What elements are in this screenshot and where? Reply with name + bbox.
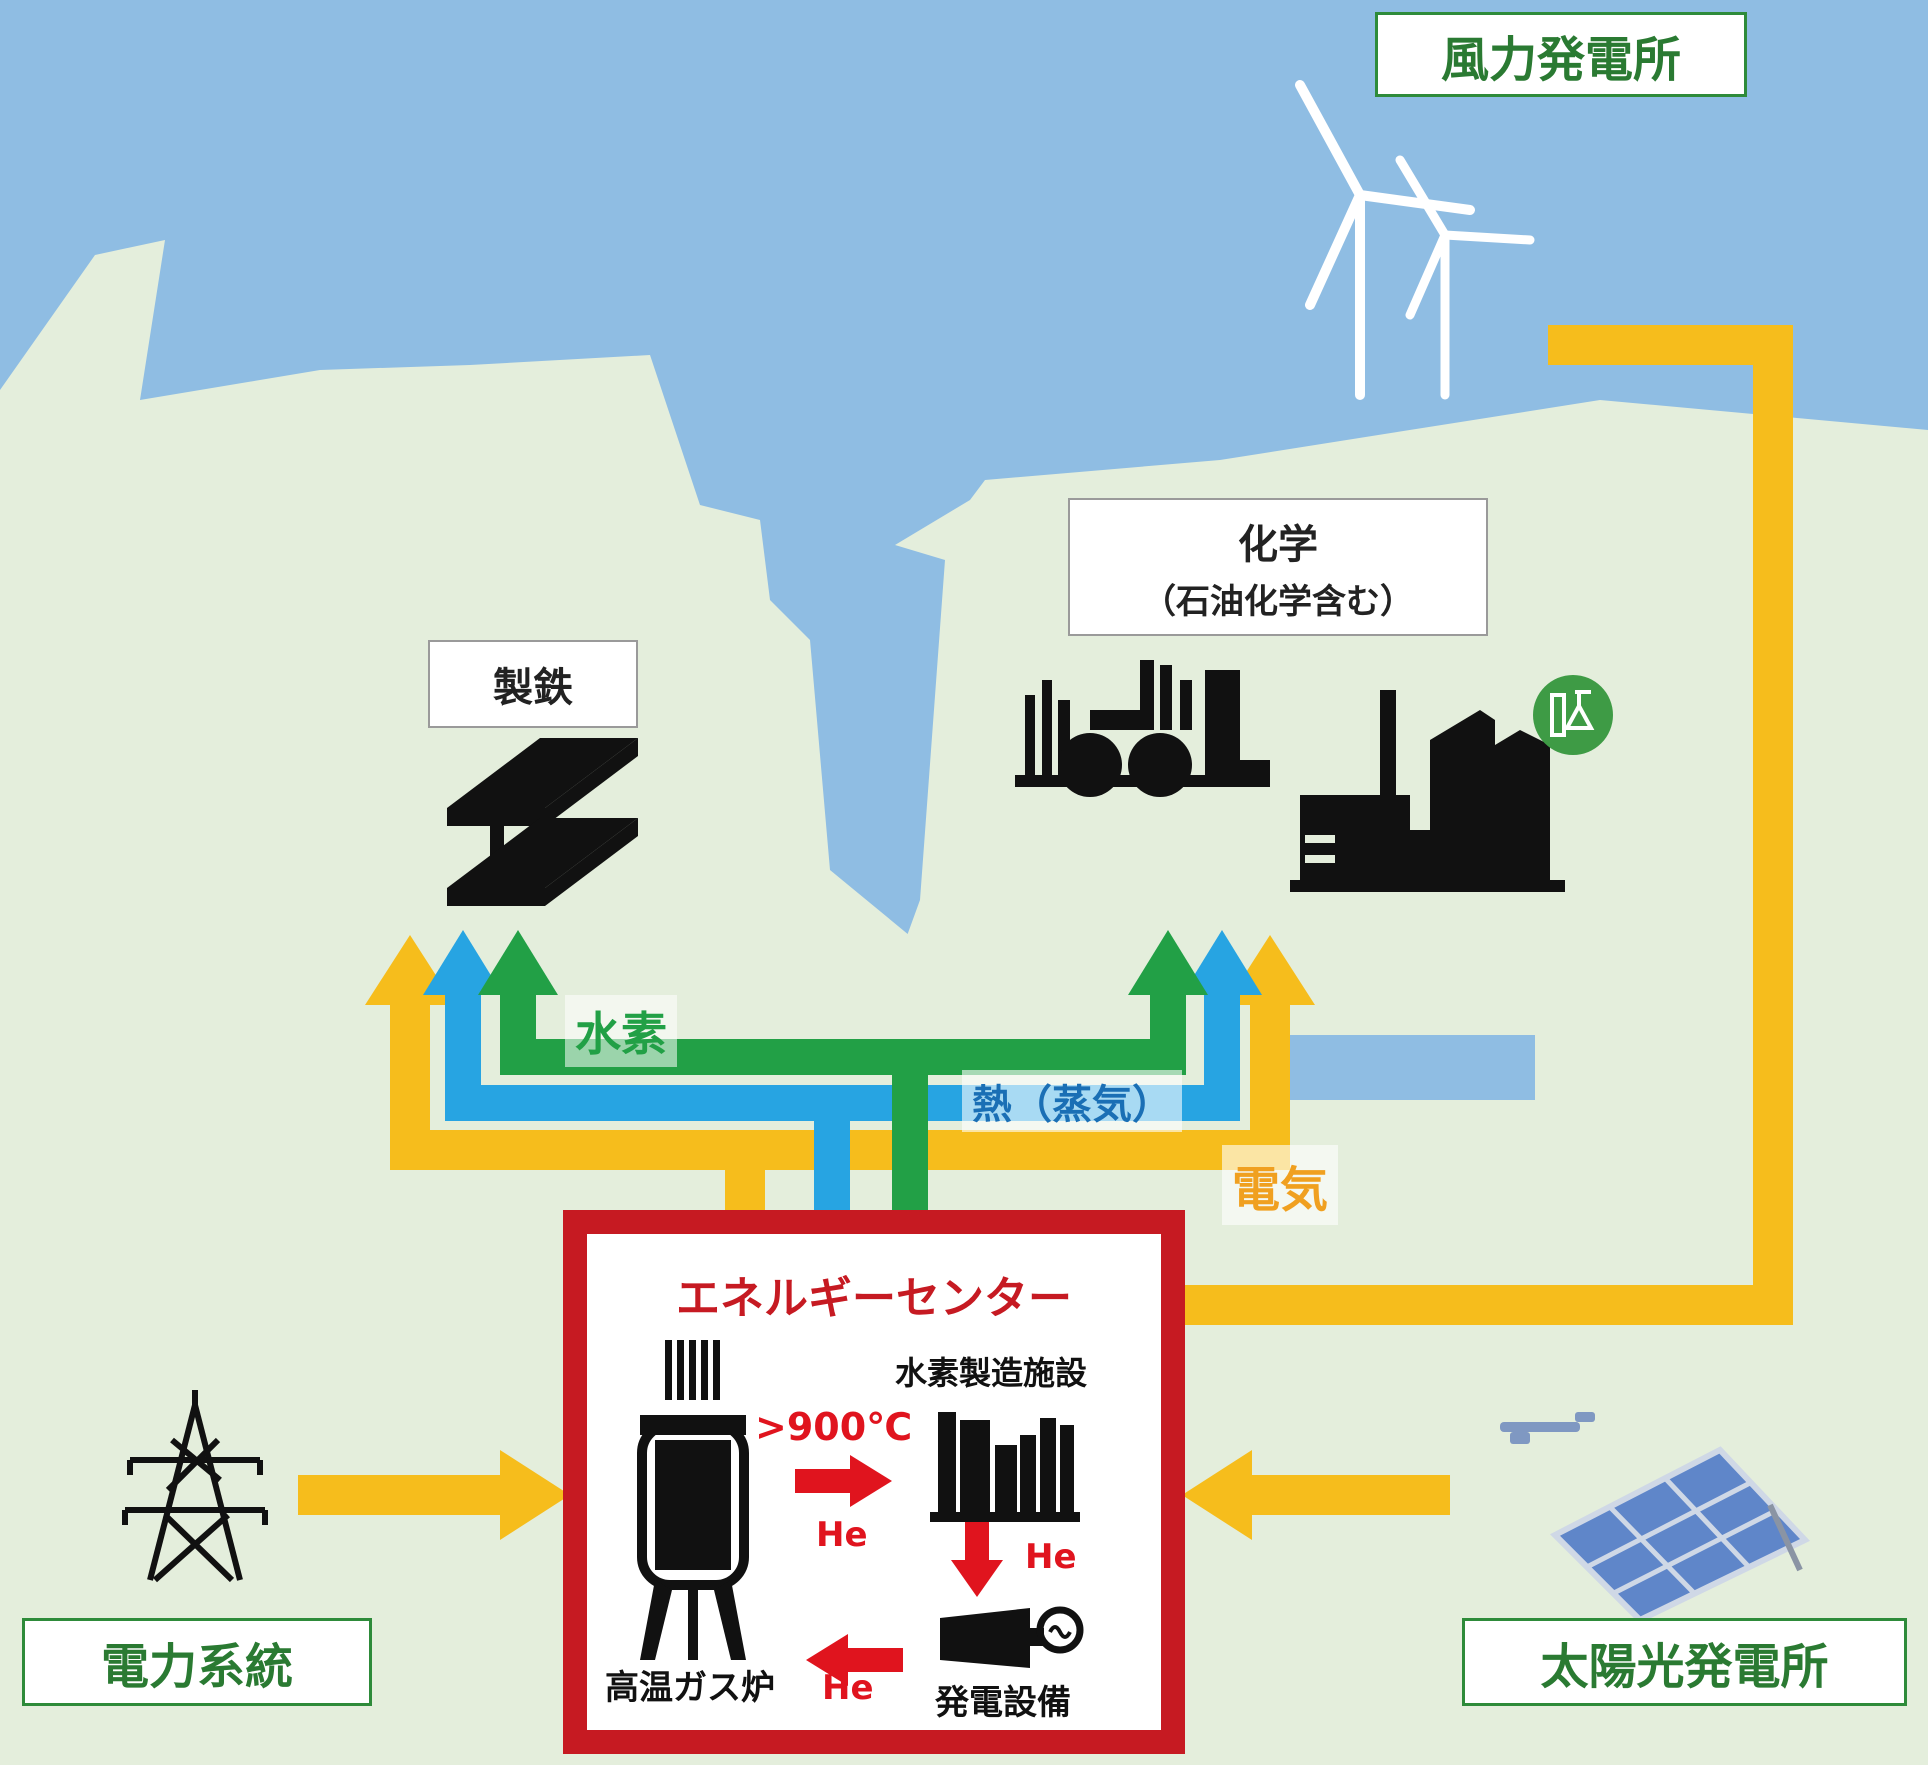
flask-badge-icon <box>1533 675 1613 755</box>
hydrogen-plant-label: 水素製造施設 <box>895 1354 1088 1392</box>
transmission-tower-icon <box>122 1390 268 1583</box>
solar-power-plant-label: 太陽光発電所 <box>1462 1618 1907 1706</box>
generator-label: 発電設備 <box>935 1683 1071 1723</box>
drone-icon <box>1500 1412 1595 1444</box>
hydrogen-flow-label: 水素 <box>565 995 677 1067</box>
heat-flow-label: 熱（蒸気） <box>962 1070 1182 1132</box>
steel-label: 製鉄 <box>428 640 638 728</box>
reactor-label: 高温ガス炉 <box>605 1668 775 1708</box>
steel-beam-icon <box>447 738 638 906</box>
heat-arrowheads <box>423 930 1262 995</box>
inner-water <box>1255 1035 1535 1100</box>
hydrogen-flow <box>500 990 1186 1222</box>
chemical-label-box: 化学 （石油化学含む） <box>1068 498 1488 636</box>
helium-label-plant-to-generator: He <box>1025 1537 1077 1577</box>
chemical-title: 化学 <box>1238 521 1318 568</box>
helium-label-generator-to-reactor: He <box>822 1668 874 1708</box>
solar-panel-icon <box>1549 1446 1810 1624</box>
heat-flow <box>445 990 1240 1222</box>
electricity-flow-label: 電気 <box>1222 1145 1339 1225</box>
wind-power-plant-label: 風力発電所 <box>1375 12 1747 97</box>
hydrogen-plant-icon <box>930 1412 1080 1522</box>
energy-center-title: エネルギーセンター <box>676 1273 1072 1324</box>
chemical-plant-icon <box>1290 690 1565 892</box>
helium-label-reactor-to-plant: He <box>816 1515 868 1555</box>
chemical-subtitle: （石油化学含む） <box>1142 581 1414 622</box>
refinery-icon <box>1015 660 1270 797</box>
hydrogen-arrowheads <box>478 930 1208 995</box>
reactor-icon <box>637 1340 749 1660</box>
power-grid-label: 電力系統 <box>22 1618 372 1706</box>
wind-turbine-icon <box>1295 80 1535 400</box>
helium-arrows <box>795 1455 1003 1686</box>
generator-icon <box>940 1606 1084 1668</box>
temperature-label: >900℃ <box>755 1405 913 1449</box>
